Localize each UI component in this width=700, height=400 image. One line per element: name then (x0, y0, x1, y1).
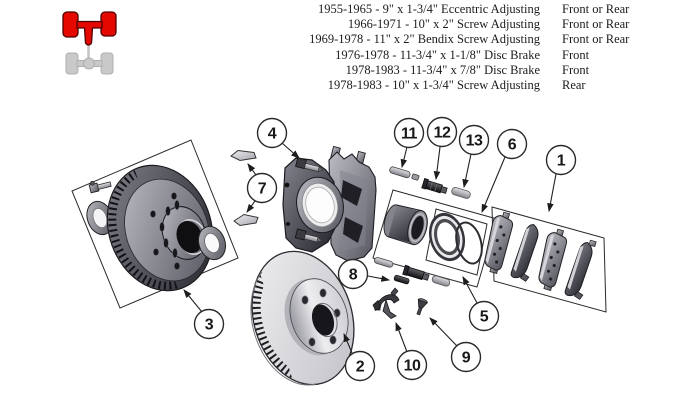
fitment-text: Rear (562, 78, 586, 93)
pin-bushing-lower (402, 264, 430, 281)
grease-fitting (88, 180, 112, 194)
pin-bushing (421, 177, 448, 194)
fitment-text: Front (562, 62, 590, 77)
seal-kit-box (425, 208, 488, 276)
callout-13: 13 (458, 124, 490, 156)
callout-9: 9 (450, 341, 482, 373)
rear-axle-shape (65, 52, 114, 75)
fitment-text: Front or Rear (562, 32, 630, 47)
spec-text: 1978-1983 - 11-3/4" x 7/8" Disc Brake (345, 62, 540, 77)
spec-row: 1978-1983 - 10" x 1-3/4" Screw Adjusting… (160, 78, 690, 93)
brake-pad-backing (510, 224, 539, 282)
brake-pad-backing (564, 239, 597, 300)
callout-6: 6 (496, 128, 528, 160)
callout-number: 2 (356, 359, 365, 376)
spec-text: 1955-1965 - 9" x 1-3/4" Eccentric Adjust… (318, 2, 540, 16)
inner-bearing (86, 200, 114, 236)
callout-number: 3 (205, 317, 214, 334)
spec-row: 1969-1978 - 11" x 2" Bendix Screw Adjust… (160, 32, 690, 47)
small-pin-lower (393, 274, 410, 285)
brake-caliper (282, 145, 377, 262)
callout-number: 12 (434, 125, 451, 142)
rotor-disc (250, 250, 355, 386)
caliper-support-key-upper (230, 149, 257, 162)
caliper-piston (383, 204, 428, 246)
fitment-text: Front or Rear (562, 2, 630, 16)
spec-text: 1969-1978 - 11" x 2" Bendix Screw Adjust… (309, 32, 540, 47)
wheel-studs (159, 200, 180, 258)
caliper-bolt-upper (295, 157, 324, 172)
callout-4: 4 (256, 117, 288, 149)
anti-rattle-clip (372, 287, 400, 319)
caliper-window (341, 180, 362, 206)
piston-kit-box (372, 189, 498, 288)
callout-number: 4 (268, 126, 277, 143)
callout-number: 7 (258, 181, 267, 198)
retaining-screw (416, 298, 428, 316)
spec-text: 1976-1978 - 11-3/4" x 1-1/8" Disc Brake (335, 47, 540, 62)
pin-sleeve-lower (431, 275, 451, 287)
fitment-text: Front (562, 47, 590, 62)
guide-pin (389, 166, 420, 181)
rotor-center-bore (311, 304, 335, 336)
callout-5: 5 (468, 300, 500, 332)
callout-number: 10 (404, 358, 421, 375)
brake-spec-list: 1955-1965 - 9" x 1-3/4" Eccentric Adjust… (160, 2, 690, 93)
callout-number: 13 (466, 133, 483, 150)
caliper-window (343, 217, 363, 243)
lug-holes (301, 288, 341, 347)
piston-o-ring (455, 221, 483, 265)
callout-number: 8 (349, 267, 358, 284)
callout-number: 6 (508, 137, 517, 154)
caliper-bolt-lower (294, 228, 323, 243)
callout-number: 5 (480, 309, 489, 326)
caliper-support-key-lower (233, 213, 259, 227)
front-axle-indicator-icon (62, 11, 117, 75)
callout-10: 10 (396, 349, 428, 381)
callout-3: 3 (193, 308, 225, 340)
callout-7: 7 (246, 172, 278, 204)
hub-rotor (106, 164, 214, 292)
callout-number: 1 (557, 153, 566, 170)
brake-pad-friction (484, 211, 514, 274)
callout-12: 12 (426, 116, 458, 148)
spec-row: 1955-1965 - 9" x 1-3/4" Eccentric Adjust… (160, 2, 690, 17)
callout-number: 9 (462, 350, 471, 367)
callout-8: 8 (337, 258, 369, 290)
callout-2: 2 (344, 350, 376, 382)
callout-number: 11 (401, 126, 418, 143)
leader-lines (183, 142, 557, 354)
brake-pad-friction (538, 228, 568, 291)
hub-assembly-box (71, 139, 239, 309)
piston-seal (428, 212, 466, 262)
caliper-bore (305, 186, 335, 224)
pin-sleeve (451, 187, 471, 199)
callout-1: 1 (545, 144, 577, 176)
fitment-text: Front or Rear (562, 17, 630, 32)
guide-pin-lower (374, 257, 394, 268)
front-axle-shape (62, 11, 117, 46)
spec-row: 1978-1983 - 11-3/4" x 7/8" Disc Brake Fr… (160, 63, 690, 78)
spec-text: 1966-1971 - 10" x 2" Screw Adjusting (347, 17, 540, 32)
callout-11: 11 (393, 117, 425, 149)
spec-row: 1976-1978 - 11-3/4" x 1-1/8" Disc Brake … (160, 48, 690, 63)
spec-row: 1966-1971 - 10" x 2" Screw Adjusting Fro… (160, 17, 690, 32)
spec-text: 1978-1983 - 10" x 1-3/4" Screw Adjusting (327, 78, 540, 93)
outer-bearing-race (197, 225, 227, 261)
